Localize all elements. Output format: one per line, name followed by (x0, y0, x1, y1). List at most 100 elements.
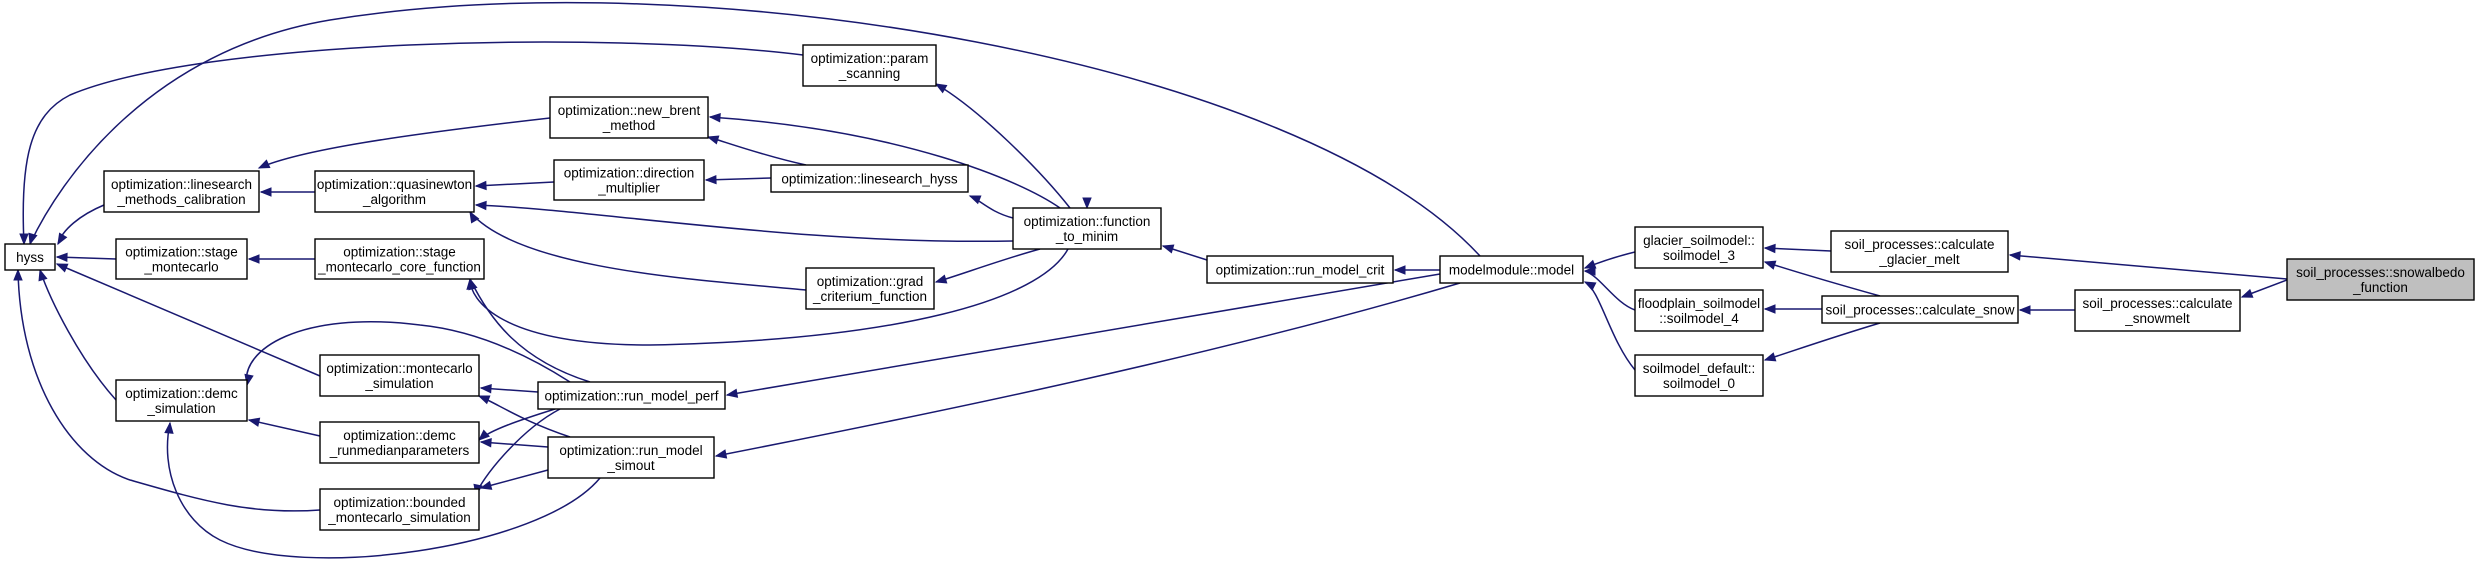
edge-line (707, 136, 807, 166)
edge-line (1764, 247, 1832, 252)
node-box (770, 164, 969, 193)
arrowhead (2008, 251, 2021, 261)
edge-line (715, 282, 1461, 457)
node-function-to-minim[interactable]: optimization::function_to_minim (1012, 207, 1162, 250)
arrowhead (704, 174, 717, 185)
node-label-line: _function (2352, 280, 2408, 295)
node-grad-criterium-function[interactable]: optimization::grad_criterium_function (805, 267, 935, 310)
arrowhead (1583, 259, 1597, 269)
node-calculate-glacier-melt[interactable]: soil_processes::calculate_glacier_melt (1830, 230, 2009, 273)
node-box (1012, 207, 1162, 250)
node-box (1439, 255, 1584, 284)
edge-line (935, 83, 1071, 209)
node-snowalbedo-function: soil_processes::snowalbedo_function (2286, 258, 2475, 301)
arrowhead (477, 395, 491, 405)
node-label-line: optimization::montecarlo (326, 361, 472, 376)
arrowhead (1763, 260, 1777, 270)
arrowhead (725, 388, 739, 398)
edge-line (248, 419, 321, 437)
node-label-line: _criterium_function (812, 289, 927, 304)
node-label-line: soil_processes::calculate_snow (1825, 303, 2014, 318)
node-stage-montecarlo[interactable]: optimization::stage_montecarlo (115, 238, 248, 280)
node-label-line: optimization::run_model_crit (1216, 263, 1385, 278)
edge-line (475, 181, 555, 187)
node-calculate-snowmelt[interactable]: soil_processes::calculate_snowmelt (2074, 289, 2241, 332)
node-box (2286, 258, 2475, 301)
node-floodplain-soilmodel-4[interactable]: floodplain_soilmodel::soilmodel_4 (1634, 289, 1764, 332)
arrowhead (714, 449, 728, 459)
edge-undefined (28, 1, 1481, 257)
node-label-line: _simulation (364, 376, 433, 391)
node-box (1206, 255, 1394, 284)
node-label-line: optimization::linesearch (111, 177, 252, 192)
node-modelmodule-model[interactable]: modelmodule::model (1439, 255, 1584, 284)
node-soilmodel-default-0[interactable]: soilmodel_default::soilmodel_0 (1634, 354, 1764, 397)
edge-undefined (13, 268, 321, 512)
node-label-line: _scanning (838, 66, 901, 81)
node-label-line: floodplain_soilmodel (1638, 296, 1760, 311)
edge-line (29, 1, 1481, 257)
edge-undefined (1393, 265, 1440, 275)
arrowhead (477, 429, 490, 441)
arrowhead (1393, 265, 1406, 275)
node-label-line: _montecarlo_simulation (327, 510, 471, 525)
node-calculate-snow[interactable]: soil_processes::calculate_snow (1821, 295, 2019, 324)
node-label-line: _montecarlo_core_function (317, 260, 481, 275)
node-stage-montecarlo-core-function[interactable]: optimization::stage_montecarlo_core_func… (314, 238, 485, 280)
node-quasinewton-algorithm[interactable]: optimization::quasinewton_algorithm (314, 170, 475, 213)
node-label-line: _methods_calibration (116, 192, 245, 207)
edge-line (935, 248, 1041, 283)
node-box (115, 379, 248, 422)
node-box (802, 44, 937, 87)
edge-undefined (19, 41, 804, 246)
arrowhead (1161, 244, 1175, 254)
node-montecarlo-simulation[interactable]: optimization::montecarlo_simulation (319, 354, 480, 397)
arrowhead (247, 417, 261, 427)
node-direction-multiplier[interactable]: optimization::direction_multiplier (553, 159, 705, 201)
edge-line (709, 116, 1061, 209)
node-linesearch-hyss[interactable]: optimization::linesearch_hyss (770, 164, 969, 193)
arrowhead (1763, 243, 1776, 254)
arrowhead (55, 263, 69, 273)
arrowhead (1763, 352, 1777, 362)
call-graph-nodes: hyss optimization::linesearch_methods_cal… (4, 44, 2475, 531)
node-run-model-perf[interactable]: optimization::run_model_perf (537, 381, 726, 410)
node-demc-simulation[interactable]: optimization::demc_simulation (115, 379, 248, 422)
edge-undefined (259, 187, 315, 197)
node-linesearch-methods-calibration[interactable]: optimization::linesearch_methods_calibra… (103, 170, 260, 213)
node-new-brent-method[interactable]: optimization::new_brent_method (549, 96, 709, 139)
node-box (1634, 354, 1764, 397)
arrowhead (57, 232, 68, 246)
node-box (805, 267, 935, 310)
arrowhead (934, 274, 948, 284)
node-label-line: soil_processes::calculate (1844, 237, 1994, 252)
node-label-line: optimization::function (1024, 214, 1151, 229)
edge-undefined (468, 277, 591, 383)
edge-undefined (1763, 304, 1822, 314)
node-run-model-crit[interactable]: optimization::run_model_crit (1206, 255, 1394, 284)
edge-undefined (708, 113, 1061, 209)
node-label-line: modelmodule::model (1449, 263, 1574, 278)
node-param-scanning[interactable]: optimization::param_scanning (802, 44, 937, 87)
node-label-line: _method (602, 118, 656, 133)
edge-undefined (474, 200, 1014, 243)
arrowhead (19, 233, 29, 246)
node-label-line: optimization::linesearch_hyss (781, 172, 958, 187)
arrowhead (28, 232, 38, 246)
arrowhead (2240, 288, 2254, 298)
edge-undefined (164, 421, 601, 559)
node-run-model-simout[interactable]: optimization::run_model_simout (547, 436, 715, 479)
arrowhead (164, 421, 174, 434)
edge-line (166, 422, 601, 559)
node-bounded-montecarlo-simulation[interactable]: optimization::bounded_montecarlo_simulat… (319, 488, 480, 531)
node-glacier-soilmodel-3[interactable]: glacier_soilmodel::soilmodel_3 (1634, 226, 1764, 269)
arrowhead (13, 268, 23, 281)
edge-undefined (479, 469, 549, 490)
node-hyss[interactable]: hyss (4, 243, 56, 271)
node-label-line: optimization::new_brent (558, 103, 701, 118)
node-demc-runmedianparameters[interactable]: optimization::demc_runmedianparameters (319, 421, 480, 464)
node-label-line: soilmodel_3 (1663, 248, 1735, 263)
node-label-line: _snowmelt (2124, 311, 2190, 326)
node-label-line: soilmodel_0 (1663, 376, 1735, 391)
edge-undefined (2240, 279, 2288, 298)
